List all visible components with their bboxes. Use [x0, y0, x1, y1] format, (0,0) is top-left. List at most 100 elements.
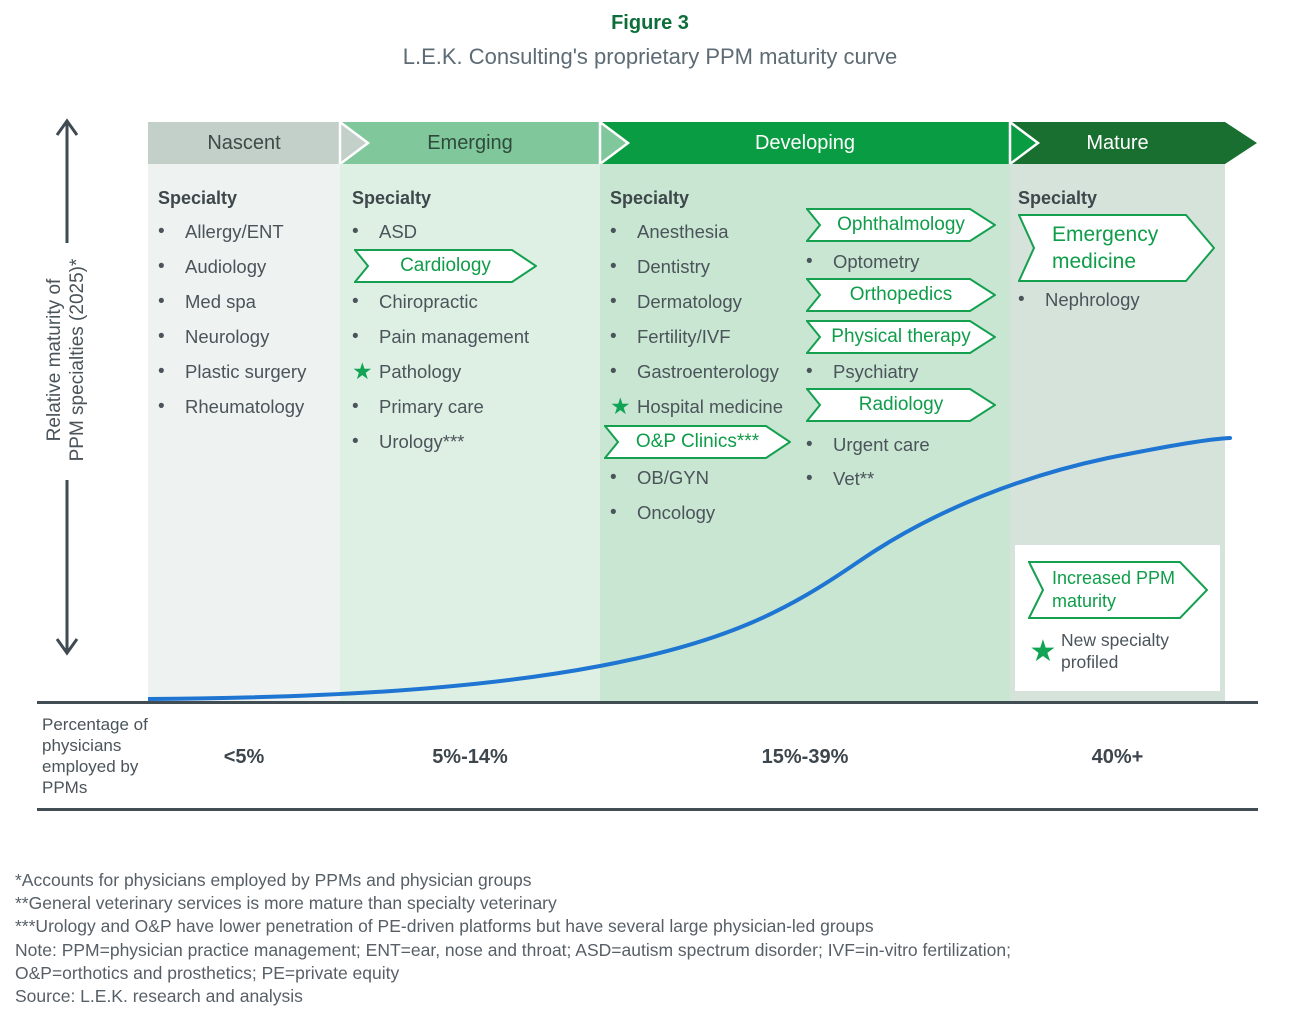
bullet-icon: •	[806, 468, 813, 489]
bullet-icon: •	[352, 220, 359, 242]
list-item: •Fertility/IVF	[610, 319, 810, 354]
footnote: **General veterinary services is more ma…	[15, 893, 557, 914]
list-item: •Nephrology	[1018, 284, 1223, 316]
bullet-icon: •	[158, 220, 165, 242]
bullet-icon: •	[158, 325, 165, 347]
specialty-arrow-label: Physical therapy	[831, 326, 971, 347]
list-item: •OB/GYN	[610, 460, 810, 495]
specialty-header: Specialty	[610, 187, 690, 208]
footnote: O&P=orthotics and prosthetics; PE=privat…	[15, 962, 400, 983]
legend: Increased PPM maturity ★ New specialty p…	[1015, 545, 1220, 691]
footnote: Source: L.E.K. research and analysis	[15, 986, 303, 1007]
list-item: • Pain management	[352, 319, 592, 354]
list-item: • Anesthesia	[610, 214, 810, 249]
specialty-header: Specialty	[1018, 187, 1098, 208]
specialty-arrow-label: Ophthalmology	[837, 214, 965, 235]
specialty-label: Optometry	[833, 251, 920, 272]
legend-star-label-line2: profiled	[1061, 652, 1119, 672]
legend-star-label: New specialty profiled	[1061, 629, 1169, 673]
y-axis-arrow-icon	[55, 118, 79, 656]
y-axis-label-line1: Relative maturity of	[44, 278, 65, 442]
specialty-label: Dermatology	[637, 290, 742, 312]
bullet-icon: •	[158, 290, 165, 312]
list-item: •Urology***	[352, 424, 592, 459]
legend-arrow-label: Increased PPM maturity	[1028, 561, 1208, 619]
bullet-icon: •	[158, 360, 165, 382]
list-item: • Dermatology	[610, 284, 810, 319]
list-item: •Med spa	[158, 284, 340, 319]
bullet-icon: •	[610, 466, 617, 488]
bullet-icon: •	[1018, 289, 1025, 310]
specialty-arrow-label: Cardiology	[400, 255, 491, 276]
specialty-header: Specialty	[158, 187, 238, 208]
bullet-icon: •	[610, 325, 617, 347]
bullet-icon: •	[610, 255, 617, 277]
specialty-label: Allergy/ENT	[185, 220, 284, 242]
mature-specialty-list: Specialty Emergency medicine •Nephrology	[1018, 182, 1223, 316]
banner-arrow-icon	[806, 208, 996, 242]
x-tick-nascent: <5%	[223, 746, 265, 768]
footnote: *Accounts for physicians employed by PPM…	[15, 870, 532, 890]
specialty-arrow: Emergency medicine	[1018, 214, 1215, 282]
figure-number: Figure 3	[611, 12, 689, 34]
bullet-icon: •	[352, 325, 359, 347]
specialty-label: Anesthesia	[637, 220, 729, 242]
list-item: •Dentistry	[610, 249, 810, 284]
list-item: • Gastroenterology	[610, 354, 810, 389]
footnote: ***Urology and O&P have lower penetratio…	[15, 916, 874, 937]
specialty-label: Audiology	[185, 255, 267, 277]
list-item: •Oncology	[610, 495, 810, 530]
specialty-label: Plastic surgery	[185, 360, 307, 382]
x-axis-line-top	[37, 701, 1258, 704]
banner-arrow-icon	[806, 388, 996, 422]
specialty-label: Urgent care	[833, 434, 930, 455]
legend-star-row: ★ New specialty profiled	[1025, 629, 1220, 673]
list-item: •Psychiatry	[806, 356, 1006, 388]
emerging-specialty-list: Specialty •ASD Cardiology •Chiropractic …	[352, 182, 592, 459]
specialty-arrow: Orthopedics	[806, 278, 996, 312]
specialty-label: Gastroenterology	[637, 360, 779, 382]
specialty-arrow-label: Orthopedics	[849, 284, 953, 305]
bullet-icon: •	[610, 501, 617, 523]
stage-label-nascent: Nascent	[207, 132, 281, 154]
list-item: •Rheumatology	[158, 389, 340, 424]
specialty-label: Rheumatology	[185, 395, 305, 417]
specialty-label: Pathology	[379, 360, 462, 382]
banner-arrow-icon	[354, 249, 537, 283]
bullet-icon: •	[610, 220, 617, 242]
footnotes: *Accounts for physicians employed by PPM…	[15, 869, 1285, 1008]
y-axis-label: Relative maturity of PPM specialties (20…	[43, 220, 89, 500]
legend-star-label-line1: New specialty	[1061, 630, 1169, 650]
list-item: • Allergy/ENT	[158, 214, 340, 249]
developing-specialty-list-right: Ophthalmology • Optometry Orthopedics Phy…	[806, 208, 1006, 496]
banner-arrow-icon	[1028, 561, 1208, 619]
specialty-label: Pain management	[379, 325, 530, 347]
bullet-icon: •	[352, 290, 359, 312]
specialty-header: Specialty	[352, 187, 432, 208]
specialty-label: Vet**	[833, 468, 875, 489]
bullet-icon: •	[806, 434, 813, 455]
x-tick-mature: 40%+	[1091, 746, 1144, 768]
specialty-label: Urology***	[379, 430, 465, 452]
stage-label-developing: Developing	[754, 132, 856, 154]
bullet-icon: •	[610, 290, 617, 312]
specialty-label: Hospital medicine	[637, 395, 784, 417]
specialty-label: ASD	[379, 220, 418, 242]
banner-arrow-icon	[806, 320, 996, 354]
specialty-arrow-label: O&P Clinics***	[635, 431, 760, 452]
specialty-arrow-label-line1: Emergency	[1052, 223, 1159, 246]
specialty-arrow-label: Emergency medicine	[1018, 214, 1215, 282]
footnote: Note: PPM=physician practice management;…	[15, 939, 1012, 960]
list-item: •Chiropractic	[352, 284, 592, 319]
specialty-arrow: Ophthalmology	[806, 208, 996, 242]
bullet-icon: •	[610, 360, 617, 382]
legend-arrow-label-line2: maturity	[1052, 591, 1117, 611]
list-item: •Primary care	[352, 389, 592, 424]
list-item: ★Pathology	[352, 354, 592, 389]
specialty-arrow-label: Radiology	[858, 394, 944, 415]
specialty-arrow: Cardiology	[354, 249, 537, 283]
specialty-arrow: Physical therapy	[806, 320, 996, 354]
list-item: ★Hospital medicine	[610, 389, 810, 424]
specialty-arrow: O&P Clinics***	[604, 425, 791, 459]
